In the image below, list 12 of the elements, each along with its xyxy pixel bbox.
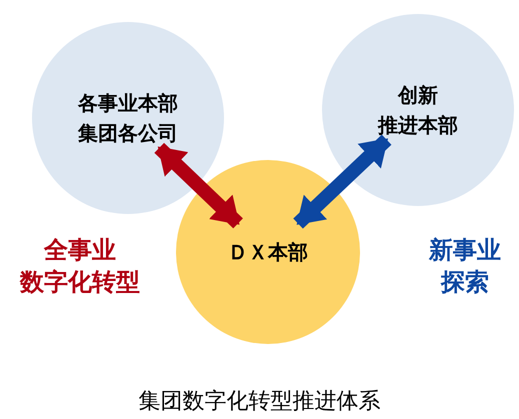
double-arrow	[293, 134, 392, 229]
side-label: 探索	[440, 267, 490, 297]
node-text: 各事业本部	[78, 90, 178, 117]
side-label: 新事业	[428, 235, 502, 265]
node-text: ＤＸ本部	[228, 239, 308, 266]
side-label: 全事业	[42, 235, 117, 265]
double-arrow	[154, 142, 243, 228]
side-label: 数字化转型	[20, 267, 140, 297]
node-text: 集团各公司	[78, 120, 178, 147]
node-text: 推进本部	[378, 112, 458, 139]
node-text: 创新	[398, 82, 438, 109]
caption: 集团数字化转型推进体系	[138, 388, 380, 416]
